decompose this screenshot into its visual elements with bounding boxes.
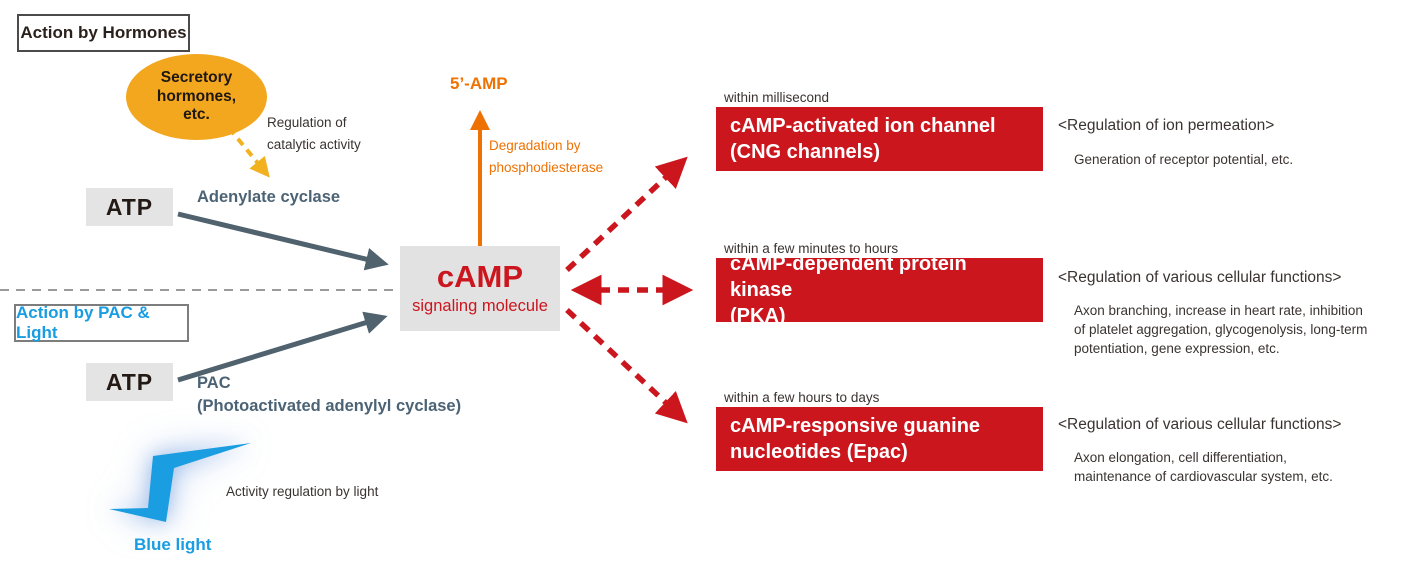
target-box-epac: cAMP-responsive guanine nucleotides (Epa… [716, 407, 1043, 471]
target-box-pka: cAMP-dependent protein kinase (PKA) [716, 253, 1043, 327]
pac-label: PAC [197, 374, 231, 392]
arrow-camp-to-epac [565, 307, 688, 424]
timing-label-epac: within a few hours to days [724, 390, 880, 405]
arrow-pac-atp-to-camp [177, 311, 388, 383]
blue-light-label: Blue light [134, 535, 212, 554]
section-title: Action by Hormones [20, 23, 187, 42]
timing-label-cng: within millisecond [724, 90, 830, 105]
timing-label-pka: within a few minutes to hours [724, 241, 899, 256]
action-by-pac-light-label: Action by PAC & Light [14, 303, 189, 342]
effect-body-epac: Axon elongation, cell differentiation, m… [1074, 450, 1333, 485]
atp-box-hormone: ATP [86, 188, 173, 226]
five-prime-amp-label: 5’-AMP [450, 74, 508, 93]
camp-subtitle: signaling molecule [412, 296, 548, 315]
effect-body-pka: Axon branching, increase in heart rate, … [1074, 303, 1368, 357]
section-title: Action by PAC & Light [16, 303, 150, 342]
target-box-cng: cAMP-activated ion channel (CNG channels… [716, 107, 1043, 171]
camp-title: cAMP [436, 259, 524, 295]
effect-title-pka: <Regulation of various cellular function… [1058, 269, 1342, 286]
effect-body-cng: Generation of receptor potential, etc. [1074, 152, 1294, 167]
arrow-hormone-regulation [227, 126, 270, 178]
atp-box-pac: ATP [86, 363, 173, 401]
degradation-note: Degradation by phosphodiesterase [489, 138, 604, 175]
pac-full-name-label: (Photoactivated adenylyl cyclase) [197, 397, 462, 415]
arrow-camp-to-cng [565, 156, 688, 273]
action-by-hormones-label: Action by Hormones [17, 14, 190, 52]
camp-box: cAMP signaling molecule [400, 246, 560, 331]
effect-title-epac: <Regulation of various cellular function… [1058, 416, 1342, 433]
effect-title-cng: <Regulation of ion permeation> [1058, 117, 1275, 134]
secretory-hormones-ellipse: Secretory hormones, etc. [126, 54, 267, 140]
adenylate-cyclase-label: Adenylate cyclase [197, 188, 341, 206]
catalytic-regulation-note: Regulation of catalytic activity [267, 115, 361, 152]
arrow-atp-to-camp [177, 211, 389, 271]
light-regulation-note: Activity regulation by light [226, 484, 379, 499]
